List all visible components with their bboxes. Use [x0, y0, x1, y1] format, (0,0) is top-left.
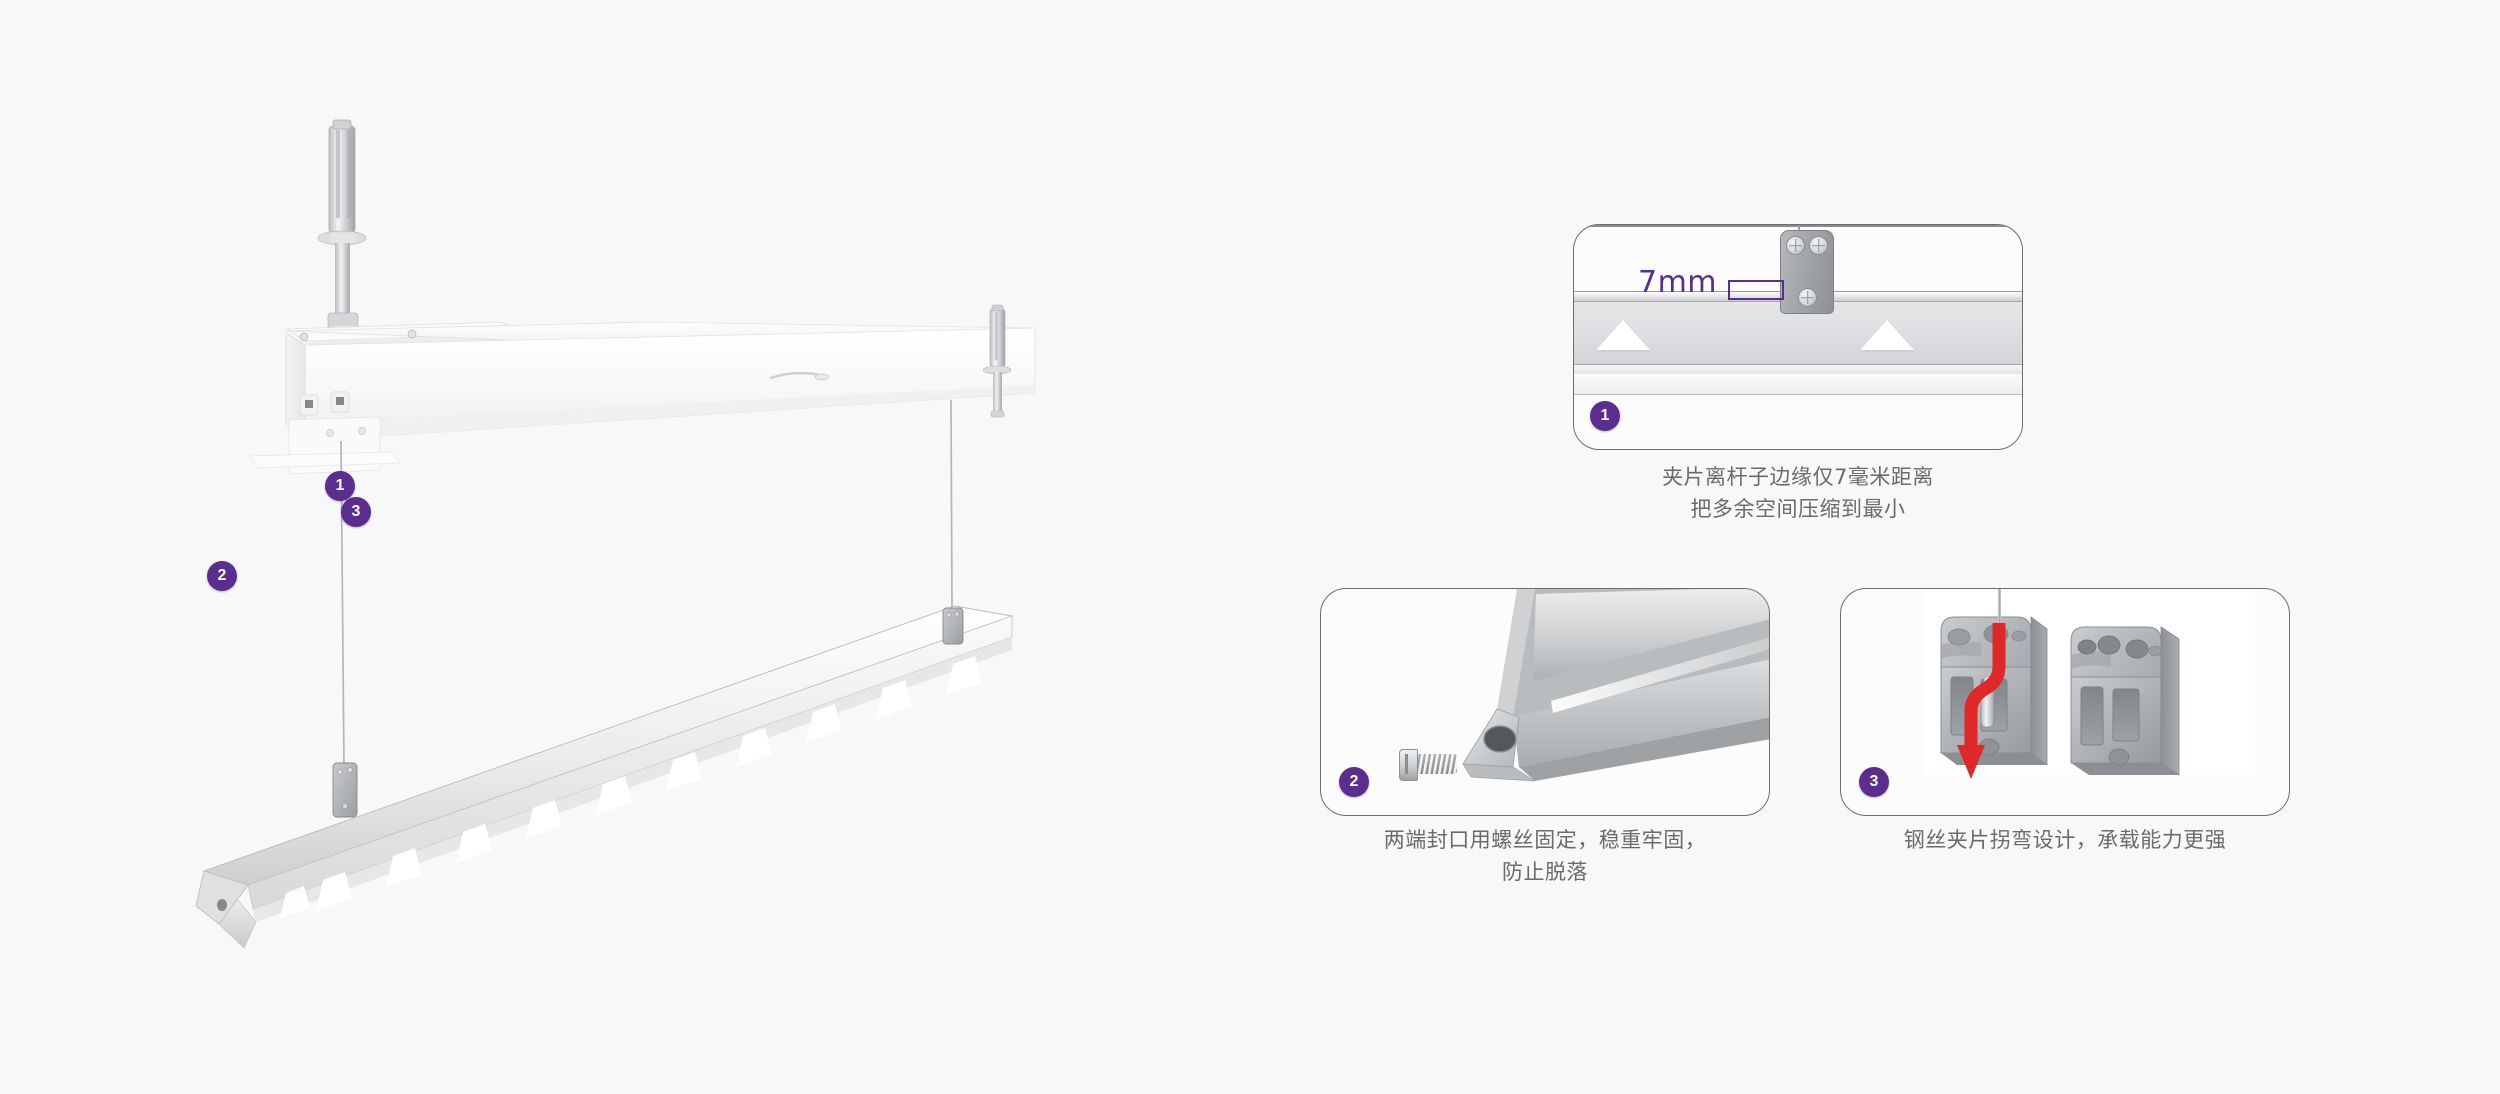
panel3-suspension-wire: [1998, 589, 2001, 651]
panel1-dimension-label: 7mm: [1638, 265, 1718, 300]
detail-panel-3: 3: [1840, 588, 2290, 816]
detail-panel-2: 2: [1320, 588, 1770, 816]
panel1-dimension-tick-right: [1782, 280, 1784, 300]
panel3-load-path-arrow: [1953, 619, 2033, 794]
panel1-hook-cutout-right: [1860, 320, 1914, 350]
panel1-screw-top-left: [1786, 236, 1805, 255]
panel1-caption: 夹片离杆子边缘仅7毫米距离 把多余空间压缩到最小: [1548, 462, 2048, 526]
hero-marker-3[interactable]: 3: [341, 497, 371, 527]
anchor-bolt-right: [982, 304, 1012, 418]
suspension-wires: [340, 399, 953, 769]
panel2-caption-line-2: 防止脱落: [1502, 859, 1588, 884]
panel1-rail-lower-band: [1574, 374, 2022, 395]
panel3-caption-line-1: 钢丝夹片拐弯设计，承载能力更强: [1903, 828, 2227, 852]
panel2-screw-shank: [1411, 754, 1457, 774]
panel1-wire-clip-bracket: [1780, 230, 1834, 314]
hero-illustration-svg: [195, 119, 1036, 949]
hero-marker-1[interactable]: 1: [325, 471, 355, 501]
panel3-caption: 钢丝夹片拐弯设计，承载能力更强: [1815, 825, 2315, 857]
wire-clip-bracket-main: [332, 762, 358, 818]
panel2-marker[interactable]: 2: [1339, 767, 1369, 797]
motor-housing-box: [249, 321, 1036, 475]
hero-marker-2[interactable]: 2: [207, 561, 237, 591]
panel3-illustration: [1925, 589, 2255, 776]
panel1-caption-line-1: 夹片离杆子边缘仅7毫米距离: [1662, 465, 1934, 489]
panel3-clip-half-right: [2070, 626, 2180, 776]
aluminium-hanging-rail: [195, 605, 1014, 949]
anchor-bolt-left: [317, 119, 367, 338]
panel1-screw-bottom: [1798, 288, 1817, 307]
panel1-dimension-top-bar: [1728, 280, 1784, 282]
panel1-hook-cutout-left: [1596, 320, 1650, 350]
panel1-screw-top-right: [1809, 236, 1828, 255]
panel1-dimension-line: [1728, 298, 1784, 300]
detail-panel-1: 7mm 1: [1573, 224, 2023, 450]
panel2-illustration: [1462, 589, 1769, 782]
panel2-screw-head: [1399, 749, 1418, 781]
panel1-caption-line-2: 把多余空间压缩到最小: [1690, 496, 1906, 521]
rail-hook-cutouts: [280, 656, 982, 918]
wire-clip-bracket-secondary: [942, 607, 964, 645]
panel1-marker[interactable]: 1: [1590, 401, 1620, 431]
panel2-screw-slot: [1405, 754, 1408, 774]
panel2-caption-line-1: 两端封口用螺丝固定，稳重牢固，: [1383, 828, 1707, 852]
hero-illustration: 1 3 2: [0, 0, 1180, 1094]
panel2-screw-threads: [1411, 754, 1457, 774]
panel1-dimension-tick-left: [1728, 280, 1730, 300]
panel3-marker[interactable]: 3: [1859, 767, 1889, 797]
panel2-caption: 两端封口用螺丝固定，稳重牢固， 防止脱落: [1295, 825, 1795, 889]
